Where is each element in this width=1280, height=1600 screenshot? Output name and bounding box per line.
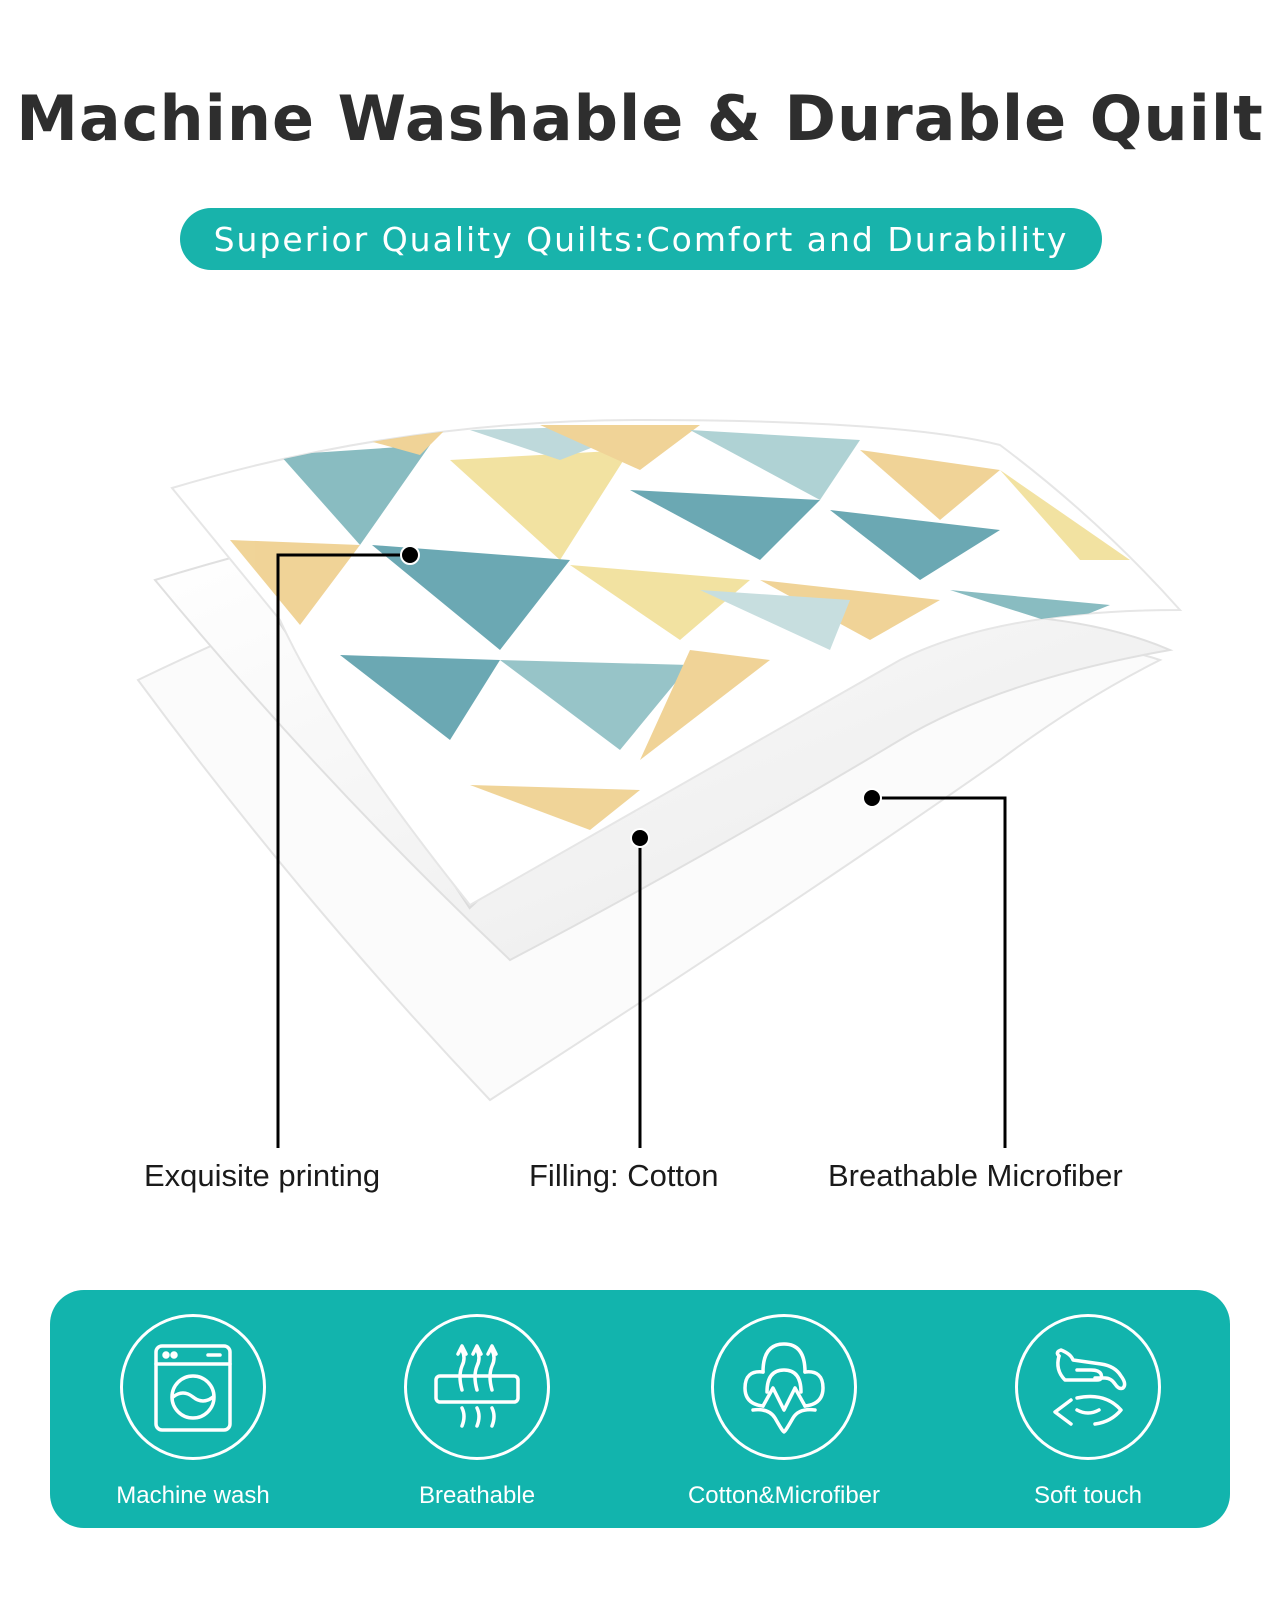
callout-microfiber [872, 796, 1007, 1148]
icon-circle [711, 1314, 857, 1460]
feature-machine-wash: Machine wash [75, 1290, 315, 1528]
soft-touch-hand-icon [1053, 1348, 1127, 1426]
feature-label: Soft touch [1033, 1482, 1143, 1509]
callout-dot-microfiber [862, 788, 882, 808]
cotton-flower-icon [743, 1342, 825, 1434]
layer-label-filling: Filling: Cotton [529, 1158, 719, 1193]
subtitle-badge: Superior Quality Quilts:Comfort and Dura… [180, 208, 1102, 270]
feature-cotton-microfiber: Cotton&Microfiber [666, 1290, 906, 1528]
breathable-airflow-icon [434, 1344, 520, 1428]
icon-circle [120, 1314, 266, 1460]
feature-soft-touch: Soft touch [970, 1290, 1210, 1528]
callout-printing [276, 553, 410, 1148]
feature-label: Machine wash [116, 1482, 270, 1509]
feature-label: Cotton&Microfiber [687, 1482, 881, 1509]
icon-circle [1015, 1314, 1161, 1460]
icon-circle [404, 1314, 550, 1460]
page-title: Machine Washable & Durable Quilt [16, 82, 1264, 155]
layer-label-microfiber: Breathable Microfiber [828, 1158, 1123, 1193]
features-band: Machine wash Breathable Cotton&Micro [50, 1290, 1230, 1528]
subtitle-text: Superior Quality Quilts:Comfort and Dura… [213, 219, 1069, 259]
feature-label: Breathable [418, 1482, 536, 1509]
printed-top-layer [170, 418, 1183, 907]
callout-dot-printing [400, 545, 420, 565]
layer-label-printing: Exquisite printing [144, 1158, 381, 1193]
callout-dot-filling [630, 828, 650, 848]
feature-breathable: Breathable [359, 1290, 599, 1528]
washing-machine-icon [154, 1344, 232, 1432]
